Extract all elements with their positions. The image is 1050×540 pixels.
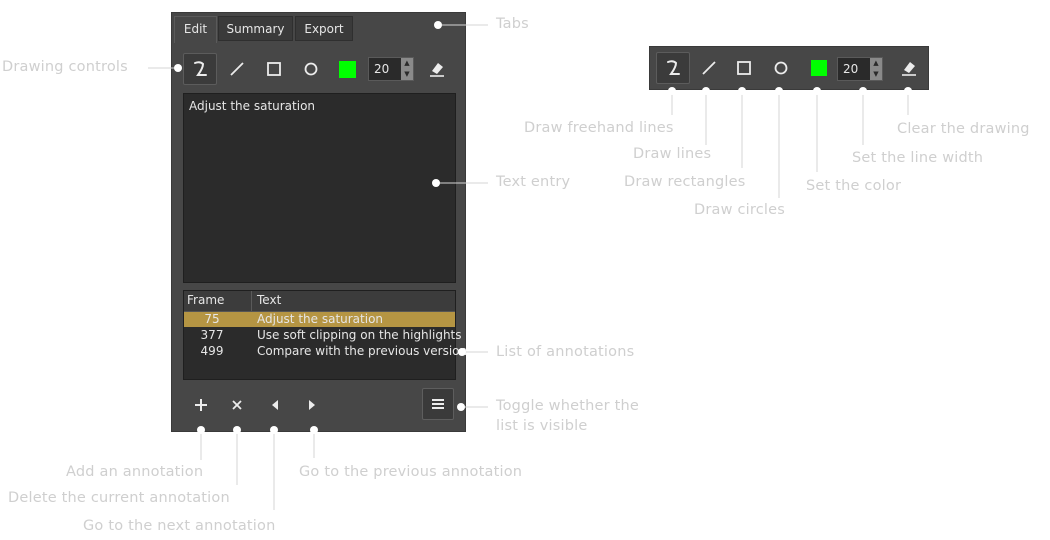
close-icon [232, 400, 242, 410]
line-icon [702, 61, 716, 75]
circle-icon [304, 62, 318, 76]
toggle-list-button[interactable] [422, 388, 454, 420]
color-button[interactable] [802, 52, 836, 84]
list-row[interactable]: 499 Compare with the previous version [184, 344, 468, 359]
callout-width: Set the line width [852, 150, 984, 166]
callout-previous: Go to the previous annotation [299, 464, 523, 480]
chevron-right-icon [309, 400, 315, 410]
callout-text-entry: Text entry [496, 174, 571, 190]
callout-tabs: Tabs [496, 16, 529, 32]
spin-arrows-icon[interactable]: ▲▼ [870, 58, 882, 80]
next-annotation-button[interactable] [262, 392, 288, 418]
tab-export[interactable]: Export [295, 16, 353, 41]
list-row-selected[interactable]: 75 Adjust the saturation [184, 312, 455, 327]
callout-toggle-line2: list is visible [496, 418, 588, 434]
callout-clear: Clear the drawing [897, 121, 1030, 137]
callout-delete: Delete the current annotation [8, 490, 230, 506]
spin-arrows-icon[interactable]: ▲▼ [401, 58, 413, 80]
row-frame: 75 [204, 312, 220, 326]
text-column-header[interactable]: Text [257, 293, 282, 307]
list-header: Frame Text [184, 291, 455, 312]
rectangle-tool-button[interactable] [257, 53, 291, 85]
row-text: Compare with the previous version [257, 344, 468, 358]
line-tool-button[interactable] [220, 53, 254, 85]
rectangle-icon [737, 61, 751, 75]
list-icon [432, 399, 444, 409]
color-swatch [338, 60, 356, 78]
freehand-tool-button[interactable] [656, 52, 690, 84]
annotation-panel: Edit Summary Export 20 ▲▼ Adjust the sat… [171, 12, 468, 432]
previous-annotation-button[interactable] [299, 392, 325, 418]
rectangle-tool-button[interactable] [727, 52, 761, 84]
color-button[interactable] [330, 53, 364, 85]
annotation-list[interactable]: Frame Text 75 Adjust the saturation 377 … [183, 290, 468, 380]
callout-toggle-line1: Toggle whether the [496, 398, 639, 414]
callout-color: Set the color [806, 178, 902, 194]
circle-tool-button[interactable] [294, 53, 328, 85]
freehand-icon [194, 61, 207, 76]
tab-summary[interactable]: Summary [218, 16, 293, 41]
clear-drawing-button[interactable] [892, 52, 926, 84]
delete-annotation-button[interactable] [224, 392, 250, 418]
line-tool-button[interactable] [692, 52, 726, 84]
callout-rectangles: Draw rectangles [624, 174, 746, 190]
eraser-icon [902, 62, 916, 76]
circle-tool-button[interactable] [764, 52, 798, 84]
color-swatch [811, 60, 827, 76]
header-divider [251, 291, 252, 311]
chevron-left-icon [272, 400, 278, 410]
drawing-toolbar-detail: 20 ▲▼ [649, 46, 929, 90]
line-width-spinbox[interactable]: 20 ▲▼ [837, 57, 883, 81]
clear-drawing-button[interactable] [420, 53, 454, 85]
row-text: Adjust the saturation [257, 312, 384, 326]
tab-edit[interactable]: Edit [174, 16, 217, 43]
line-width-value: 20 [374, 62, 390, 76]
freehand-tool-button[interactable] [183, 53, 217, 85]
annotation-text-entry[interactable]: Adjust the saturation [183, 93, 456, 283]
row-frame: 377 [200, 328, 224, 342]
line-icon [230, 62, 244, 76]
callout-freehand: Draw freehand lines [524, 120, 674, 136]
callout-list: List of annotations [496, 344, 635, 360]
row-text: Use soft clipping on the highlights [257, 328, 462, 342]
rectangle-icon [267, 62, 281, 76]
plus-icon [195, 399, 207, 411]
callout-lines: Draw lines [633, 146, 712, 162]
callout-drawing-controls: Drawing controls [2, 59, 128, 75]
list-row[interactable]: 377 Use soft clipping on the highlights [184, 328, 462, 343]
row-frame: 499 [200, 344, 224, 358]
line-width-spinbox[interactable]: 20 ▲▼ [368, 57, 414, 81]
line-width-value: 20 [843, 62, 859, 76]
add-annotation-button[interactable] [188, 392, 214, 418]
frame-column-header[interactable]: Frame [187, 293, 225, 307]
callout-circles: Draw circles [694, 202, 786, 218]
freehand-icon [667, 60, 680, 75]
callout-add: Add an annotation [66, 464, 204, 480]
callout-next: Go to the next annotation [83, 518, 276, 534]
eraser-icon [430, 63, 444, 77]
circle-icon [774, 61, 788, 75]
